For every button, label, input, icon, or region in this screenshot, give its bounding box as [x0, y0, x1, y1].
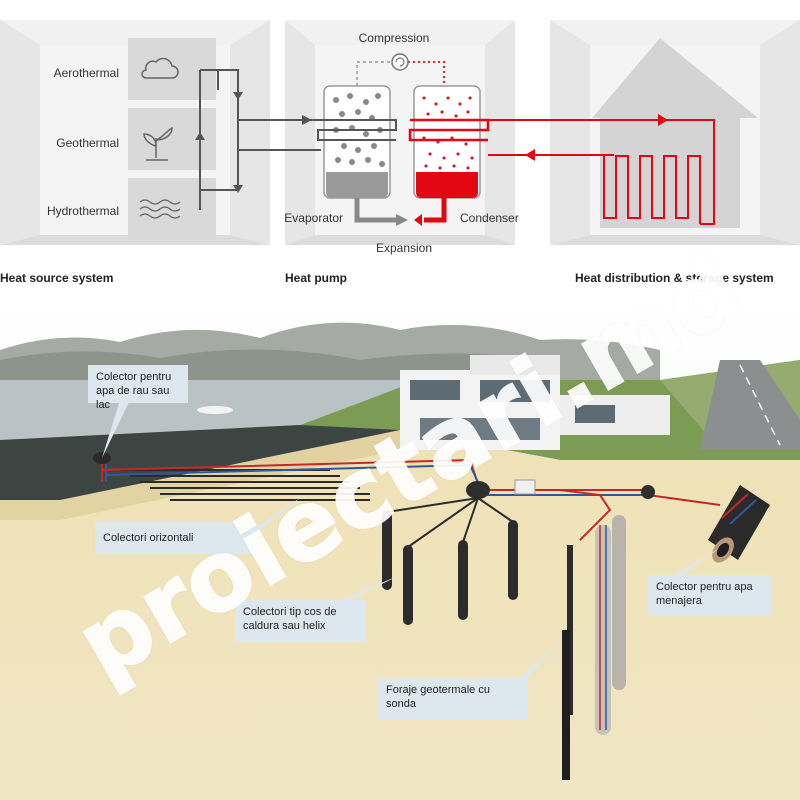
- label-condenser: Condenser: [460, 211, 519, 225]
- ground-piping: [101, 458, 721, 541]
- heat-pump-schematic: Aerothermal Geothermal Hydrothermal: [0, 0, 800, 300]
- caption-heat-source: Heat source system: [0, 271, 113, 285]
- callout-boreholes: Foraje geotermale cu sonda: [378, 678, 528, 720]
- road: [700, 360, 800, 450]
- callout-boreholes-text: Foraje geotermale cu sonda: [386, 684, 490, 710]
- compressor-icon: [391, 53, 409, 71]
- callout-helix-text: Colectori tip cos de caldura sau helix: [243, 606, 337, 632]
- waves-icon: [139, 199, 181, 219]
- distribution-piping: [488, 119, 715, 225]
- source-label-aerothermal: Aerothermal: [54, 66, 119, 80]
- label-expansion: Expansion: [376, 241, 432, 255]
- boreholes: [562, 515, 626, 780]
- distribution-arrows: [525, 114, 668, 161]
- source-arrows: [195, 92, 312, 193]
- label-compression: Compression: [359, 31, 430, 45]
- caption-distribution: Heat distribution & storage system: [575, 271, 774, 285]
- callout-domestic-water-text: Colector pentru apa menajera: [656, 581, 753, 607]
- boat: [197, 406, 233, 414]
- sprout-icon: [143, 126, 173, 161]
- condenser-tank: [408, 85, 490, 199]
- callout-domestic-water: Colector pentru apa menajera: [648, 575, 772, 615]
- label-evaporator: Evaporator: [284, 211, 343, 225]
- expansion-path: [354, 198, 447, 226]
- callout-river-text: Colector pentru apa de rau sau lac: [96, 371, 172, 411]
- evaporator-tank: [317, 85, 397, 199]
- house-building: [400, 355, 670, 450]
- compressor-loop: [356, 53, 445, 86]
- source-label-geothermal: Geothermal: [56, 136, 119, 150]
- callout-river-collector: Colector pentru apa de rau sau lac: [88, 365, 188, 411]
- domestic-water-collector: [708, 485, 770, 563]
- callout-horizontal-text: Colectori orizontali: [103, 532, 194, 544]
- hydrothermal-panel: [128, 178, 216, 240]
- helix-collectors: [382, 497, 518, 625]
- source-label-hydrothermal: Hydrothermal: [47, 204, 119, 218]
- caption-heat-pump: Heat pump: [285, 271, 347, 285]
- horizontal-collector-loops: [120, 469, 370, 501]
- callout-helix-collectors: Colectori tip cos de caldura sau helix: [235, 600, 365, 642]
- house-icon: [592, 38, 758, 228]
- cloud-icon: [141, 57, 179, 79]
- callout-horizontal-collectors: Colectori orizontali: [95, 522, 255, 554]
